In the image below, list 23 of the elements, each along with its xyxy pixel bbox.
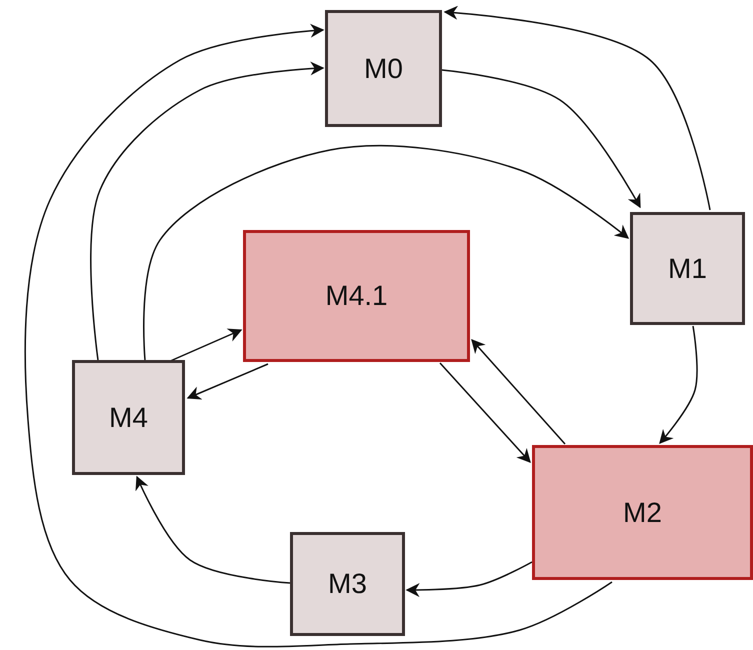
arrow [136, 476, 290, 584]
process-box [630, 212, 745, 325]
node-label: M3 [328, 568, 367, 600]
process-box [290, 532, 405, 636]
arrow [444, 6, 711, 210]
process-box [243, 230, 470, 362]
arrow [471, 338, 566, 444]
arrow [406, 561, 532, 598]
process-box [532, 445, 753, 580]
node-label: M4 [109, 402, 148, 434]
process-box [325, 10, 442, 127]
arrow [442, 69, 641, 208]
arrow [659, 326, 698, 444]
node-label: M0 [364, 52, 403, 84]
arrow [90, 62, 324, 360]
arrow [143, 145, 630, 360]
arrow [24, 24, 612, 648]
node-label: M4.1 [325, 280, 388, 312]
node-label: M2 [623, 496, 662, 528]
node-label: M1 [668, 252, 707, 284]
process-box [72, 360, 185, 475]
arrow [439, 362, 531, 464]
arrow [186, 363, 268, 400]
